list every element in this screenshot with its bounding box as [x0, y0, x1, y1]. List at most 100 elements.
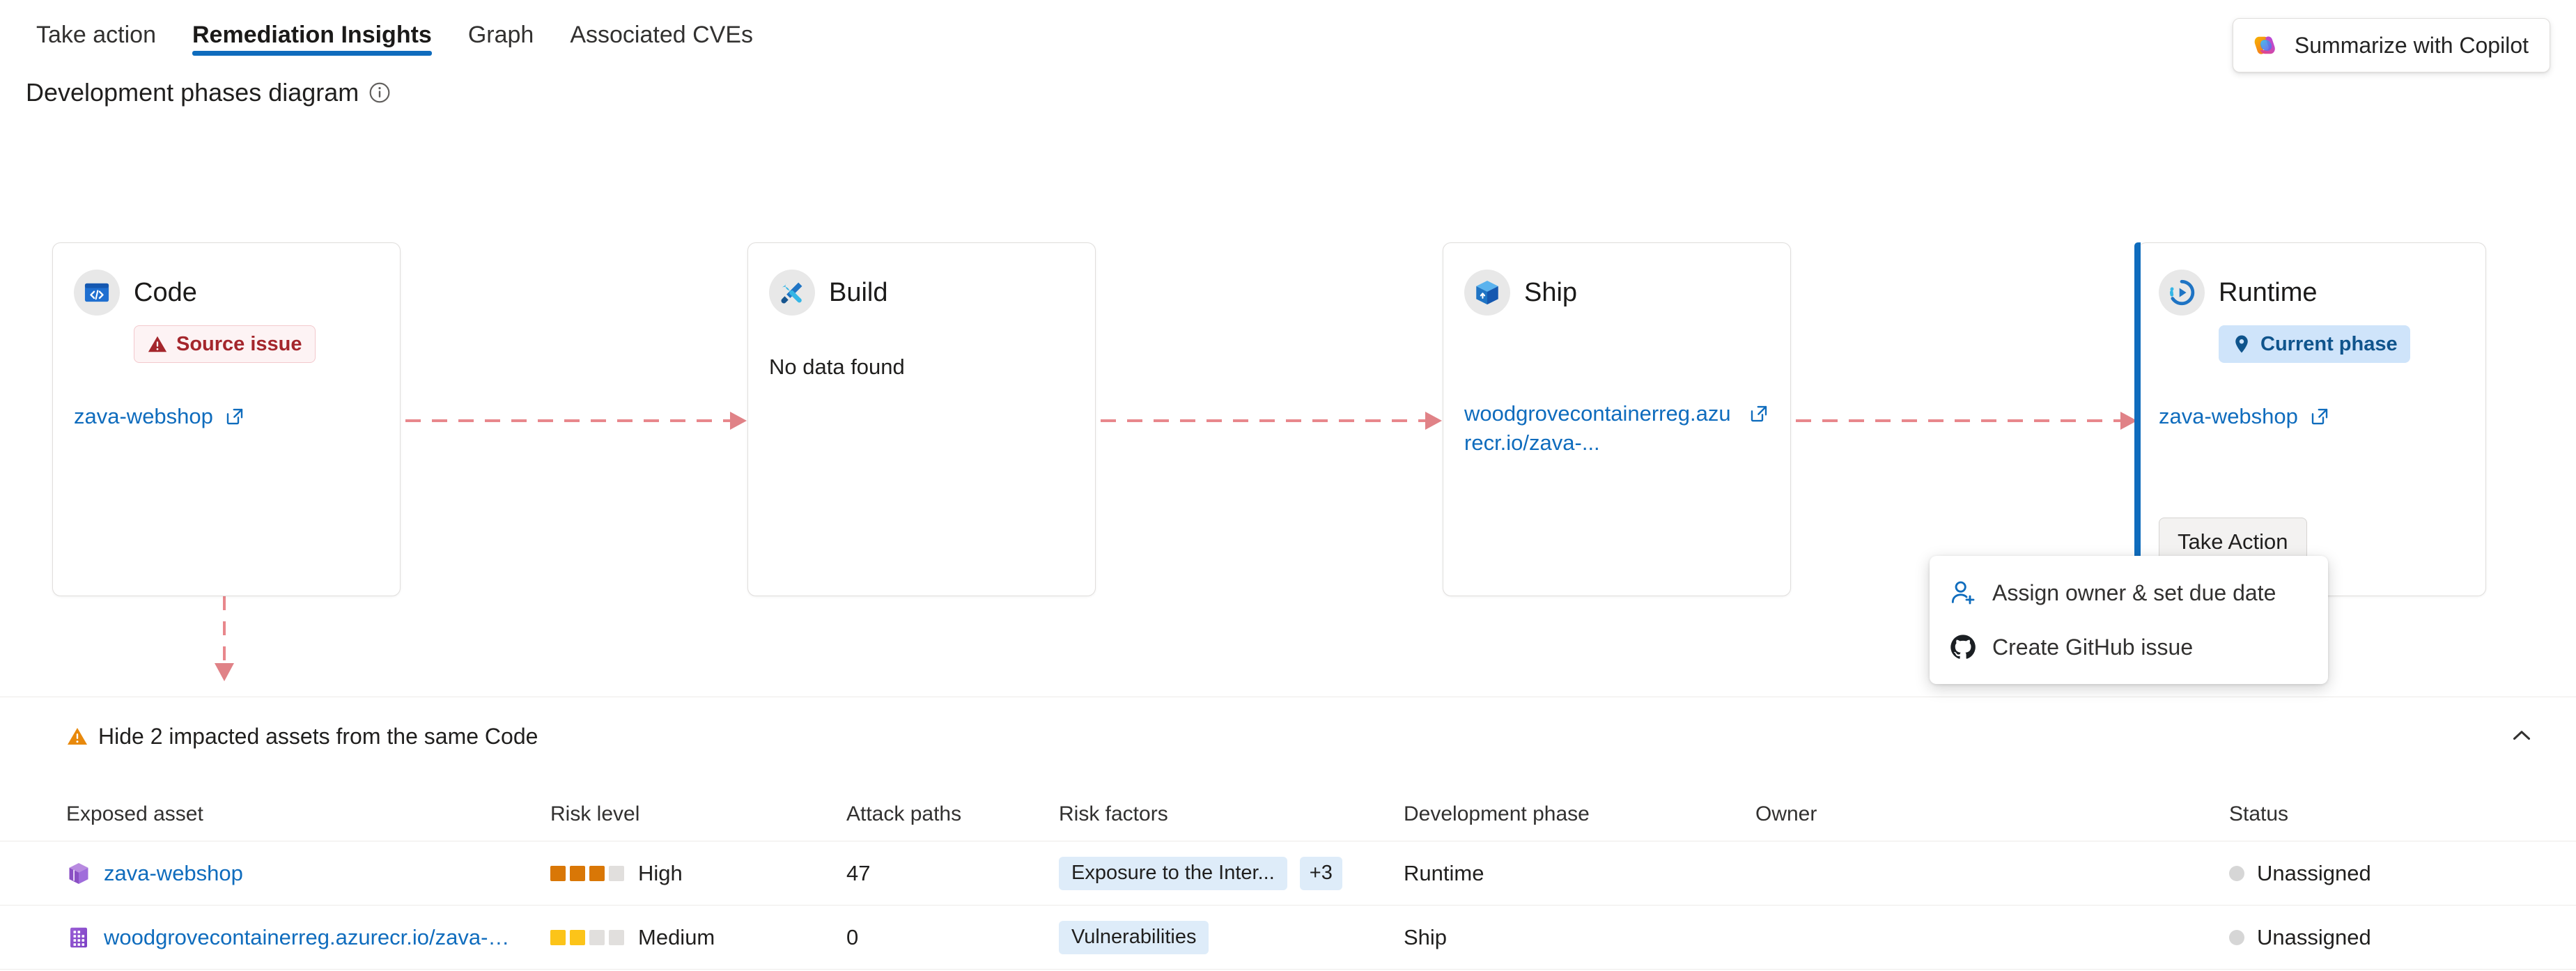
table-row[interactable]: woodgrovecontainerreg.azurecr.io/zava-we… [0, 906, 2576, 970]
cell-status: Unassigned [2229, 861, 2506, 886]
connector-build-to-ship [1101, 412, 1442, 430]
column-header-attack-paths[interactable]: Attack paths [846, 802, 962, 825]
risk-level-bars [550, 929, 624, 945]
menu-item-assign-owner[interactable]: Assign owner & set due date [1930, 566, 2328, 620]
cell-attack-paths: 0 [846, 924, 859, 949]
runtime-play-icon [2170, 279, 2195, 306]
connector-code-to-assets [215, 596, 234, 681]
phase-card-header: Ship [1464, 270, 1769, 316]
warning-triangle-icon [148, 336, 167, 352]
risk-factor-more-chip[interactable]: +3 [1299, 856, 1342, 890]
phase-card-header: Runtime [2159, 270, 2465, 316]
hide-impacted-assets-row: Hide 2 impacted assets from the same Cod… [0, 712, 2576, 761]
tab-take-action[interactable]: Take action [36, 22, 156, 48]
risk-factor-chip[interactable]: Vulnerabilities [1059, 920, 1209, 954]
menu-item-label: Create GitHub issue [1992, 634, 2194, 660]
phase-card-title: Code [134, 277, 197, 307]
tab-bar: Take action Remediation Insights Graph A… [0, 0, 2576, 61]
asset-link[interactable]: zava-webshop [104, 860, 243, 885]
phase-asset-link-text: zava-webshop [2159, 404, 2298, 428]
phase-card-build[interactable]: Build No data found [747, 242, 1096, 596]
phase-card-header: Build [769, 270, 1074, 316]
phase-asset-link-text: woodgrovecontainerreg.azurecr.io/zava-..… [1464, 401, 1731, 455]
phase-asset-link-code[interactable]: zava-webshop [74, 402, 379, 431]
phase-card-title: Build [829, 277, 888, 307]
status-badge: Unassigned [2257, 860, 2371, 885]
table-header-row: Exposed asset Risk level Attack paths Ri… [0, 787, 2576, 841]
external-link-icon [2311, 408, 2328, 425]
menu-item-label: Assign owner & set due date [1992, 580, 2276, 605]
cell-risk-factors: Exposure to the Inter... +3 [1059, 856, 1404, 890]
connector-code-to-build [405, 412, 747, 430]
github-icon [1950, 635, 1976, 659]
column-header-risk-level[interactable]: Risk level [550, 802, 640, 825]
phase-asset-link-ship[interactable]: woodgrovecontainerreg.azurecr.io/zava-..… [1464, 399, 1769, 458]
cell-risk-level: Medium [550, 925, 846, 950]
take-action-context-menu: Assign owner & set due date Create GitHu… [1930, 556, 2328, 684]
summarize-with-copilot-button[interactable]: Summarize with Copilot [2232, 18, 2550, 72]
page-title: Development phases diagram [26, 78, 391, 107]
tab-associated-cves[interactable]: Associated CVEs [570, 22, 753, 48]
phase-card-code[interactable]: Code Source issue zava-webshop [52, 242, 401, 596]
cell-risk-factors: Vulnerabilities [1059, 920, 1404, 954]
column-header-exposed-asset[interactable]: Exposed asset [66, 802, 203, 825]
exposed-assets-table: Exposed asset Risk level Attack paths Ri… [0, 787, 2576, 970]
column-header-status[interactable]: Status [2229, 802, 2289, 825]
runtime-play-icon-wrap [2159, 270, 2205, 316]
phase-badge-row: Current phase [2159, 325, 2465, 363]
cube-icon [69, 862, 88, 884]
cell-development-phase: Runtime [1404, 860, 1484, 885]
tools-icon-wrap [769, 270, 815, 316]
warning-triangle-icon [68, 728, 87, 745]
development-phases-diagram: Code Source issue zava-webshop [0, 230, 2576, 681]
copilot-button-label: Summarize with Copilot [2294, 32, 2529, 58]
phase-card-title: Ship [1524, 277, 1578, 307]
code-window-icon-wrap [74, 270, 120, 316]
table-row[interactable]: zava-webshop High 47 Exposure to the Int… [0, 841, 2576, 906]
hide-impacted-assets-label: Hide 2 impacted assets from the same Cod… [98, 723, 538, 749]
collapse-section-button[interactable] [2502, 716, 2541, 755]
phase-card-ship[interactable]: Ship woodgrovecontainerreg.azurecr.io/za… [1443, 242, 1791, 596]
chevron-up-icon [2513, 731, 2530, 740]
current-phase-badge: Current phase [2219, 325, 2410, 363]
status-badge: Unassigned [2257, 924, 2371, 949]
cell-status: Unassigned [2229, 925, 2506, 950]
package-box-icon-wrap [1464, 270, 1510, 316]
info-icon[interactable] [368, 81, 391, 104]
source-issue-badge-label: Source issue [176, 332, 302, 355]
column-header-development-phase[interactable]: Development phase [1404, 802, 1590, 825]
cell-exposed-asset: zava-webshop [0, 861, 550, 886]
package-box-icon [1476, 280, 1498, 305]
source-issue-badge: Source issue [134, 325, 316, 363]
current-phase-badge-label: Current phase [2260, 332, 2398, 355]
phase-card-header: Code [74, 270, 379, 316]
column-header-owner[interactable]: Owner [1755, 802, 1817, 825]
tab-graph[interactable]: Graph [467, 22, 534, 48]
menu-item-create-github-issue[interactable]: Create GitHub issue [1930, 620, 2328, 674]
column-header-risk-factors[interactable]: Risk factors [1059, 802, 1168, 825]
risk-level-label: High [638, 860, 683, 885]
asset-link[interactable]: woodgrovecontainerreg.azurecr.io/zava-we… [104, 924, 522, 949]
phase-card-runtime[interactable]: Runtime Current phase zava-webshop [2134, 242, 2486, 596]
hide-impacted-assets-toggle[interactable]: Hide 2 impacted assets from the same Cod… [66, 724, 538, 749]
location-pin-icon [2235, 335, 2248, 353]
status-dot-icon [2229, 865, 2244, 881]
phase-badge-row: Source issue [74, 325, 379, 363]
phase-asset-link-text: zava-webshop [74, 404, 213, 428]
status-dot-icon [2229, 929, 2244, 945]
risk-factor-chip[interactable]: Exposure to the Inter... [1059, 856, 1287, 890]
risk-level-bars [550, 865, 624, 881]
phase-asset-link-runtime[interactable]: zava-webshop [2159, 402, 2465, 431]
registry-icon [70, 927, 87, 947]
tools-icon [781, 282, 802, 304]
cell-attack-paths: 47 [846, 860, 871, 885]
connector-ship-to-runtime [1796, 412, 2137, 430]
cell-development-phase: Ship [1404, 924, 1448, 949]
phase-no-data-text: No data found [769, 355, 905, 379]
copilot-icon [2254, 36, 2275, 54]
section-title-text: Development phases diagram [26, 78, 359, 107]
cell-exposed-asset: woodgrovecontainerreg.azurecr.io/zava-we… [0, 925, 550, 950]
external-link-icon [1751, 405, 1767, 422]
tab-remediation-insights[interactable]: Remediation Insights [174, 6, 450, 61]
